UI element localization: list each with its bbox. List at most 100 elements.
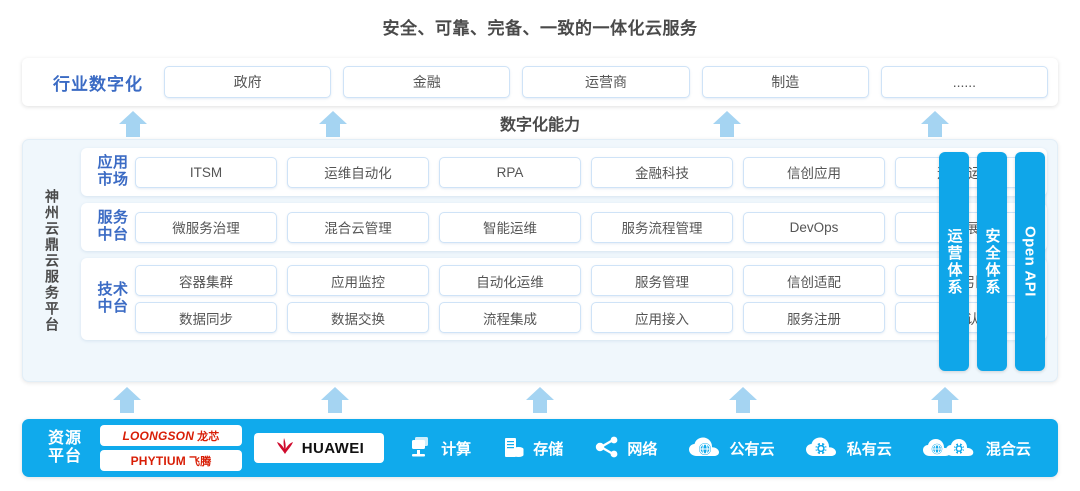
cell-rpa[interactable]: RPA [439,156,581,188]
resource-item-storage[interactable]: 存储 [501,435,563,461]
layer-grid-application-market: ITSM 运维自动化 RPA 金融科技 信创应用 运维/运营 [135,156,1037,188]
cell-application-access[interactable]: 应用接入 [591,302,733,333]
cell-xinchuang-adaptation[interactable]: 信创适配 [743,265,885,296]
up-arrow-icon [930,386,960,414]
layer-line: 容器集群 应用监控 自动化运维 服务管理 信创适配 流程引擎 [135,265,1037,296]
cell-ops-automation[interactable]: 运维自动化 [287,156,429,188]
cell-service-management[interactable]: 服务管理 [591,265,733,296]
layer-title-line1: 技术 [97,281,129,299]
hybrid-cloud-icon [922,436,980,460]
upper-arrow-band [0,108,1080,140]
layer-grid-technical-platform: 容器集群 应用监控 自动化运维 服务管理 信创适配 流程引擎 数据同步 数据交换… [135,265,1037,333]
up-arrow-icon [320,386,350,414]
cell-devops[interactable]: DevOps [743,211,885,243]
industry-item-operator[interactable]: 运营商 [522,66,690,98]
up-arrow-icon [318,110,348,138]
pillar-operations-system[interactable]: 运营体系 [939,152,969,371]
platform-label: 神州云鼎云服务平台 [44,188,60,333]
vendor-phytium-logo[interactable]: PHYTIUM 飞腾 [100,450,242,471]
network-icon [593,435,621,461]
up-arrow-icon [728,386,758,414]
industry-label: 行业数字化 [53,74,143,94]
layer-title-line2: 中台 [97,298,129,315]
cloud-service-platform: 神州云鼎云服务平台 应用 市场 ITSM 运维自动化 RPA 金融科技 [22,139,1058,382]
cell-automated-ops[interactable]: 自动化运维 [439,265,581,296]
resource-label-public-cloud: 公有云 [729,440,775,458]
lower-arrow-band [0,386,1080,416]
cell-hybrid-cloud-management[interactable]: 混合云管理 [287,211,429,243]
cell-data-exchange[interactable]: 数据交换 [287,302,429,333]
layer-application-market: 应用 市场 ITSM 运维自动化 RPA 金融科技 信创应用 运维/运营 [81,148,1047,196]
resource-item-private-cloud[interactable]: 私有云 [805,436,892,460]
resource-label-compute: 计算 [441,440,472,458]
cell-fintech[interactable]: 金融科技 [591,156,733,188]
private-cloud-icon [805,436,841,460]
vendor-phytium-name: PHYTIUM [130,453,186,468]
platform-layers: 应用 市场 ITSM 运维自动化 RPA 金融科技 信创应用 运维/运营 [81,148,1047,373]
up-arrow-icon [920,110,950,138]
resource-platform-label: 资源 平台 [34,430,96,467]
vendor-phytium-cn: 飞腾 [189,455,212,468]
pillar-security-system[interactable]: 安全体系 [977,152,1007,371]
cell-data-sync[interactable]: 数据同步 [135,302,277,333]
up-arrow-icon [112,386,142,414]
vendor-loongson-name: LOONGSON [122,428,195,443]
vendor-loongson-logo[interactable]: LOONGSON 龙芯 [100,425,242,446]
resource-item-compute[interactable]: 计算 [409,435,471,461]
cell-xinchuang-app[interactable]: 信创应用 [743,156,885,188]
cell-container-cluster[interactable]: 容器集群 [135,265,277,296]
resource-label-line2: 平台 [47,448,82,465]
resource-label-network: 网络 [627,440,658,458]
storage-icon [501,435,527,461]
layer-line: 微服务治理 混合云管理 智能运维 服务流程管理 DevOps 大屏展示 [135,211,1037,243]
page-title: 安全、可靠、完备、一致的一体化云服务 [382,19,698,38]
huawei-wordmark: HUAWEI [301,439,365,457]
cell-service-process-management[interactable]: 服务流程管理 [591,211,733,243]
layer-title-application-market: 应用 市场 [91,154,135,189]
resource-label-hybrid-cloud: 混合云 [985,440,1031,458]
layer-service-platform: 服务 中台 微服务治理 混合云管理 智能运维 服务流程管理 DevOps 大屏展… [81,203,1047,251]
cell-microservice-governance[interactable]: 微服务治理 [135,211,277,243]
public-cloud-icon [688,436,724,460]
cell-application-monitoring[interactable]: 应用监控 [287,265,429,296]
cell-itsm[interactable]: ITSM [135,156,277,188]
industry-item-manufacturing[interactable]: 制造 [701,66,869,98]
industry-box-group: 政府 金融 运营商 制造 ...... [164,66,1049,98]
vendor-chip-group: LOONGSON 龙芯 PHYTIUM 飞腾 [100,425,242,471]
layer-title-line1: 服务 [97,209,129,227]
resource-item-network[interactable]: 网络 [593,435,657,461]
layer-title-line2: 市场 [97,171,129,188]
resource-label-storage: 存储 [533,440,564,458]
industry-item-finance[interactable]: 金融 [343,66,511,98]
industry-item-more[interactable]: ...... [880,66,1049,98]
resource-label-private-cloud: 私有云 [846,440,892,458]
up-arrow-icon [712,110,742,138]
layer-title-line1: 应用 [97,154,129,172]
vertical-pillar-group: 运营体系 安全体系 Open API [939,152,1045,371]
industry-row: 行业数字化 政府 金融 运营商 制造 ...... [22,58,1058,106]
layer-line: 数据同步 数据交换 流程集成 应用接入 服务注册 统一认证 [135,302,1037,333]
cell-process-integration[interactable]: 流程集成 [439,302,581,333]
cell-service-registry[interactable]: 服务注册 [743,302,885,333]
up-arrow-icon [525,386,555,414]
layer-line: ITSM 运维自动化 RPA 金融科技 信创应用 运维/运营 [135,156,1037,188]
resource-item-group: 计算 存储 [394,435,1046,461]
platform-body: 应用 市场 ITSM 运维自动化 RPA 金融科技 信创应用 运维/运营 [81,140,1057,381]
resource-item-hybrid-cloud[interactable]: 混合云 [922,436,1031,460]
layer-grid-service-platform: 微服务治理 混合云管理 智能运维 服务流程管理 DevOps 大屏展示 [135,211,1037,243]
resource-item-public-cloud[interactable]: 公有云 [688,436,775,460]
pillar-open-api[interactable]: Open API [1015,152,1045,371]
vendor-huawei-logo[interactable]: HUAWEI [254,433,384,463]
huawei-flower-icon [274,437,296,460]
layer-title-line2: 中台 [97,226,129,243]
resource-label-line1: 资源 [47,429,82,447]
layer-technical-platform: 技术 中台 容器集群 应用监控 自动化运维 服务管理 信创适配 流程引擎 [81,258,1047,340]
capability-label: 数字化能力 [499,117,580,134]
up-arrow-icon [118,110,148,138]
industry-item-government[interactable]: 政府 [164,66,332,98]
cell-intelligent-ops[interactable]: 智能运维 [439,211,581,243]
layer-title-technical-platform: 技术 中台 [91,281,135,316]
compute-icon [409,435,435,461]
resource-platform-bar: 资源 平台 LOONGSON 龙芯 PHYTIUM 飞腾 HUAWEI [22,419,1058,477]
